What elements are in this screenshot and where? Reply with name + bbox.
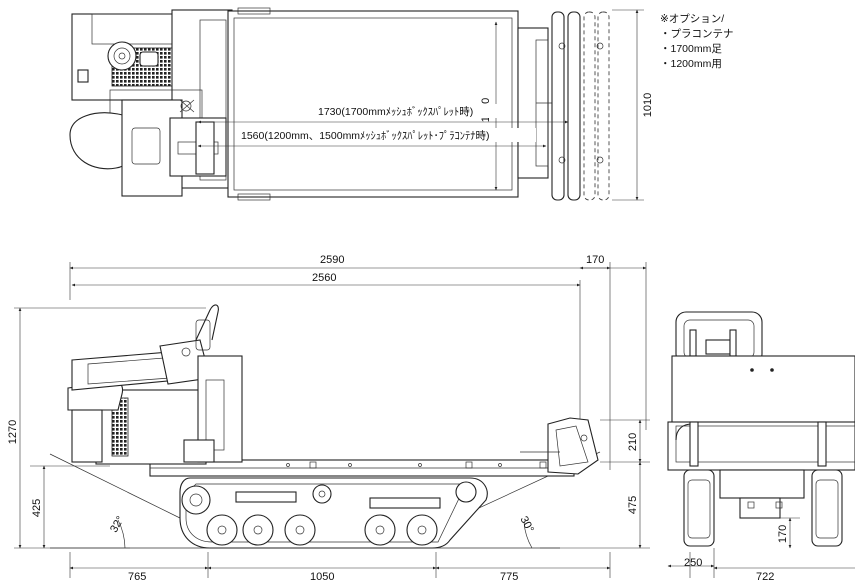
rear-view: 250 722 170 <box>667 311 855 583</box>
angle-32-label: 32° <box>108 514 127 534</box>
dim-1050-label: 1050 <box>310 571 334 583</box>
dim-250-label: 250 <box>684 557 702 569</box>
option-notes: ※オプション/ ・プラコンテナ ・1700mm足 ・1200mm用 <box>660 13 734 70</box>
dim-765-label: 765 <box>128 571 146 583</box>
top-fuel-cap <box>107 41 137 71</box>
top-view: 1000 1010 1730(1700mmﾒｯｼｭﾎﾞｯｸｽﾊﾟﾚｯﾄ時) 15… <box>69 7 654 201</box>
dim-1730-label: 1730(1700mmﾒｯｼｭﾎﾞｯｸｽﾊﾟﾚｯﾄ時) <box>318 106 473 118</box>
dim-210-label: 210 <box>627 433 639 451</box>
bottom-dims: 765 1050 775 <box>69 552 611 583</box>
road-wheels <box>206 514 438 546</box>
dim-722-label: 722 <box>756 571 774 583</box>
dim-425-label: 425 <box>31 499 43 517</box>
dim-1010-label: 1010 <box>642 93 654 117</box>
note-line-2: ・プラコンテナ <box>660 28 734 40</box>
rear-right-wheel <box>811 469 843 547</box>
rear-body <box>671 355 855 431</box>
dim-170-rear-label: 170 <box>777 525 789 543</box>
dim-170-side-label: 170 <box>586 254 604 266</box>
side-rear-gate <box>547 417 599 475</box>
dim-475-label: 475 <box>627 496 639 514</box>
dim-775-label: 775 <box>500 571 518 583</box>
rear-left-wheel <box>683 469 715 547</box>
note-line-1: ※オプション/ <box>660 13 724 25</box>
angle-30-label: 30° <box>517 514 535 534</box>
dim-2560-label: 2560 <box>312 272 336 284</box>
top-rear-bar-dashed <box>583 11 596 201</box>
dim-2590-label: 2590 <box>320 254 344 266</box>
top-rear-bar-solid <box>551 11 565 201</box>
dim-1560-label: 1560(1200mm、1500mmﾒｯｼｭﾎﾞｯｸｽﾊﾟﾚｯﾄ･ﾌﾟﾗｺﾝﾃﾅ… <box>241 130 490 142</box>
note-line-3: ・1700mm足 <box>660 43 722 55</box>
dim-1270-label: 1270 <box>7 420 19 444</box>
note-line-4: ・1200mm用 <box>660 58 722 70</box>
side-view: 2590 170 2560 1270 425 210 475 32° 30° <box>7 254 650 549</box>
